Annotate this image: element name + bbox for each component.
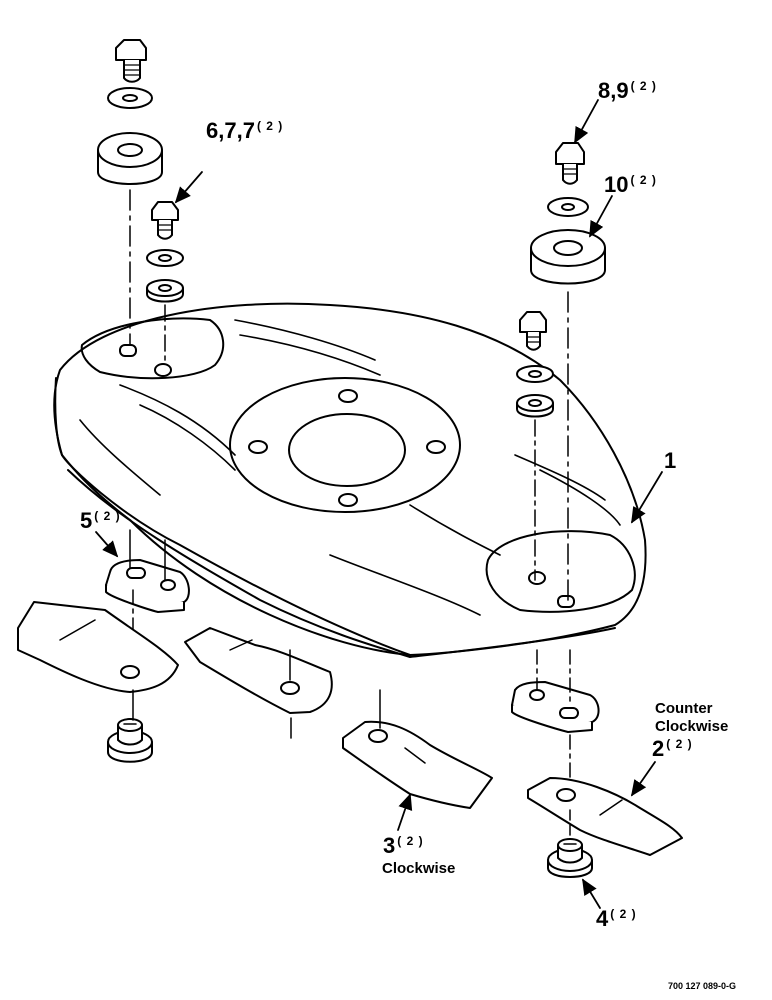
middle-blade xyxy=(184,627,333,739)
left-nut xyxy=(107,689,153,763)
callout-8-9: 8,9( 2 ) xyxy=(598,80,657,102)
left-blade xyxy=(17,601,179,693)
callout-number: 10 xyxy=(604,172,629,197)
clockwise-note: Clockwise xyxy=(382,860,456,877)
left-blade-holder xyxy=(105,529,190,661)
hub-ring xyxy=(229,377,461,513)
left-bolt-stack xyxy=(97,39,163,346)
leader-5 xyxy=(95,531,119,558)
callout-qty: ( 2 ) xyxy=(397,834,424,848)
callout-qty: ( 2 ) xyxy=(94,509,121,523)
leader-2 xyxy=(630,761,656,797)
callout-3: 3( 2 ) xyxy=(383,835,424,857)
callout-qty: ( 2 ) xyxy=(630,79,657,93)
callout-number: 5 xyxy=(80,508,93,533)
leader-1 xyxy=(631,471,663,524)
callout-qty: ( 2 ) xyxy=(610,907,637,921)
hub-center-hole xyxy=(288,413,406,487)
callout-qty: ( 2 ) xyxy=(630,173,657,187)
leader-8 xyxy=(574,99,599,144)
callout-4: 4( 2 ) xyxy=(596,908,637,930)
callout-number: 3 xyxy=(383,833,396,858)
disc-rim-edge xyxy=(61,454,411,656)
callout-number: 4 xyxy=(596,906,609,931)
figure-reference: 700 127 089-0-G xyxy=(668,981,737,991)
callout-number: 2 xyxy=(652,736,665,761)
callout-6-7-7: 6,7,7( 2 ) xyxy=(206,120,283,142)
leader-3 xyxy=(397,793,413,831)
counter-clockwise-note: Counter Clockwise xyxy=(655,700,728,736)
left-small-bolt-stack xyxy=(146,201,184,366)
right-bolt-stack xyxy=(530,142,606,601)
note-line-1: Counter xyxy=(655,700,713,717)
clockwise-blade xyxy=(342,689,493,809)
leader-6 xyxy=(174,171,203,204)
note-line-2: Clockwise xyxy=(655,718,729,735)
callout-number: 1 xyxy=(664,448,677,473)
callout-qty: ( 2 ) xyxy=(256,119,284,133)
right-nut xyxy=(547,809,593,878)
callout-5: 5( 2 ) xyxy=(80,510,121,532)
disc-left-pad xyxy=(80,317,225,380)
right-blade-holder xyxy=(511,649,600,781)
callout-1: 1 xyxy=(664,450,676,472)
leader-4 xyxy=(582,878,601,909)
callout-2: 2( 2 ) xyxy=(652,738,693,760)
right-small-bolt-stack xyxy=(516,311,554,581)
disc-right-pad xyxy=(485,530,636,613)
callout-qty: ( 2 ) xyxy=(666,737,693,751)
callout-number: 6,7,7 xyxy=(206,118,255,143)
callout-number: 8,9 xyxy=(598,78,629,103)
callout-10: 10( 2 ) xyxy=(604,174,657,196)
leader-10 xyxy=(589,195,613,238)
cutter-disc xyxy=(53,302,647,658)
counter-clockwise-blade xyxy=(527,777,683,856)
